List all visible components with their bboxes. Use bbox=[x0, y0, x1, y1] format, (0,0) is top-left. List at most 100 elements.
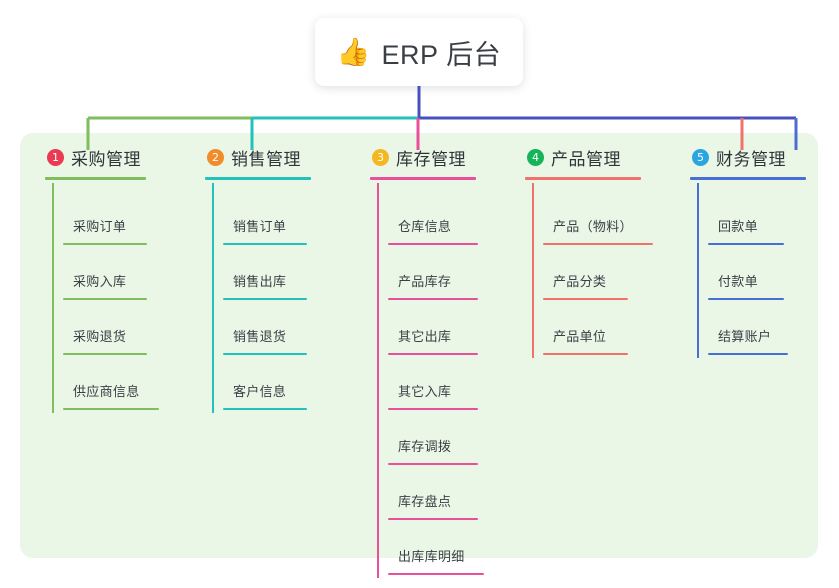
branch-badge-4: 4 bbox=[527, 148, 544, 166]
branch-heading-2[interactable]: 2 销售管理 bbox=[205, 143, 311, 171]
branch-item-label: 回款单 bbox=[718, 219, 758, 234]
branch-heading-rule-4 bbox=[525, 177, 641, 180]
branch-item[interactable]: 出库库明细 bbox=[388, 520, 484, 575]
branch-item-rule bbox=[63, 408, 159, 410]
branch-title-2: 销售管理 bbox=[231, 149, 301, 169]
branch-item[interactable]: 产品库存 bbox=[388, 245, 478, 300]
branch-item-rule bbox=[543, 298, 628, 300]
branches-panel bbox=[20, 133, 818, 558]
branch-spine-3 bbox=[377, 183, 379, 578]
branch-item[interactable]: 付款单 bbox=[708, 245, 806, 300]
branch-item[interactable]: 仓库信息 bbox=[388, 190, 478, 245]
branch-item[interactable]: 产品分类 bbox=[543, 245, 641, 300]
branch-spine-5 bbox=[697, 183, 699, 358]
branch-item-label: 产品单位 bbox=[553, 329, 607, 344]
branch-item[interactable]: 产品单位 bbox=[543, 300, 641, 355]
branch-column-2: 2 销售管理销售订单销售出库销售退货客户信息 bbox=[205, 143, 311, 413]
branch-item-rule bbox=[63, 298, 147, 300]
branch-item-rule bbox=[388, 243, 478, 245]
branch-heading-rule-3 bbox=[370, 177, 476, 180]
branch-item-label: 结算账户 bbox=[718, 329, 772, 344]
branch-item[interactable]: 采购入库 bbox=[63, 245, 147, 300]
branch-heading-rule-1 bbox=[45, 177, 146, 180]
branch-item-rule bbox=[543, 243, 653, 245]
branch-item-label: 采购订单 bbox=[73, 219, 127, 234]
branch-spine-4 bbox=[532, 183, 534, 358]
branch-item-rule bbox=[63, 243, 147, 245]
branch-column-4: 4 产品管理产品（物料） 产品分类产品单位 bbox=[525, 143, 653, 358]
branch-items-2: 销售订单销售出库销售退货客户信息 bbox=[205, 190, 311, 410]
branch-item-label: 销售退货 bbox=[233, 329, 287, 344]
branch-item[interactable]: 库存盘点 bbox=[388, 465, 478, 520]
branch-item-rule bbox=[708, 298, 784, 300]
branch-item-label: 采购退货 bbox=[73, 329, 127, 344]
branch-item-label: 其它出库 bbox=[398, 329, 452, 344]
branch-item[interactable]: 库存调拨 bbox=[388, 410, 478, 465]
branch-item-label: 其它入库 bbox=[398, 384, 452, 399]
branch-column-1: 1 采购管理采购订单采购入库采购退货供应商信息 bbox=[45, 143, 159, 413]
branch-heading-4[interactable]: 4 产品管理 bbox=[525, 143, 641, 171]
branch-title-3: 库存管理 bbox=[396, 149, 466, 169]
branch-item-label: 销售出库 bbox=[233, 274, 287, 289]
branch-items-5: 回款单付款单结算账户 bbox=[690, 190, 806, 355]
branch-item[interactable]: 产品（物料） bbox=[543, 190, 653, 245]
branch-item[interactable]: 供应商信息 bbox=[63, 355, 159, 410]
branch-item-label: 出库库明细 bbox=[398, 549, 465, 564]
branch-item[interactable]: 其它出库 bbox=[388, 300, 478, 355]
branch-item[interactable]: 采购退货 bbox=[63, 300, 147, 355]
branch-column-5: 5 财务管理回款单付款单结算账户 bbox=[690, 143, 806, 358]
branch-badge-5: 5 bbox=[692, 148, 709, 166]
branch-item-rule bbox=[388, 353, 478, 355]
branch-item-rule bbox=[388, 573, 484, 575]
branch-item[interactable]: 客户信息 bbox=[223, 355, 311, 410]
branch-item-label: 付款单 bbox=[718, 274, 758, 289]
branch-title-4: 产品管理 bbox=[551, 149, 621, 169]
branch-item-rule bbox=[223, 408, 307, 410]
root-node[interactable]: 👍 ERP 后台 bbox=[315, 18, 523, 86]
branch-spine-1 bbox=[52, 183, 54, 413]
branch-badge-2: 2 bbox=[207, 148, 224, 166]
branch-heading-5[interactable]: 5 财务管理 bbox=[690, 143, 806, 171]
branch-item-rule bbox=[388, 298, 478, 300]
branch-item-label: 仓库信息 bbox=[398, 219, 452, 234]
branch-heading-rule-5 bbox=[690, 177, 806, 180]
branch-heading-rule-2 bbox=[205, 177, 311, 180]
root-title: ERP 后台 bbox=[381, 39, 502, 70]
branch-item-rule bbox=[63, 353, 147, 355]
branch-badge-3: 3 bbox=[372, 148, 389, 166]
branch-item-rule bbox=[388, 408, 478, 410]
branch-item-label: 产品库存 bbox=[398, 274, 452, 289]
branch-item[interactable]: 回款单 bbox=[708, 190, 806, 245]
branch-item-label: 库存盘点 bbox=[398, 494, 452, 509]
branch-item-rule bbox=[543, 353, 628, 355]
branch-item-label: 产品分类 bbox=[553, 274, 607, 289]
branch-item-label: 客户信息 bbox=[233, 384, 287, 399]
branch-item-rule bbox=[223, 353, 307, 355]
branch-item-label: 库存调拨 bbox=[398, 439, 452, 454]
branch-item-rule bbox=[388, 463, 478, 465]
branch-item[interactable]: 销售订单 bbox=[223, 190, 311, 245]
branch-item-rule bbox=[223, 243, 307, 245]
branch-item-label: 销售订单 bbox=[233, 219, 287, 234]
branch-item[interactable]: 销售出库 bbox=[223, 245, 311, 300]
branch-heading-3[interactable]: 3 库存管理 bbox=[370, 143, 476, 171]
branch-item[interactable]: 销售退货 bbox=[223, 300, 311, 355]
branch-item-rule bbox=[388, 518, 478, 520]
thumbs-up-icon: 👍 bbox=[336, 36, 371, 67]
branch-item-rule bbox=[708, 353, 788, 355]
branch-column-3: 3 库存管理仓库信息产品库存其它出库其它入库库存调拨库存盘点出库库明细 bbox=[370, 143, 484, 578]
branch-item-label: 供应商信息 bbox=[73, 384, 140, 399]
branch-item[interactable]: 采购订单 bbox=[63, 190, 147, 245]
branch-title-5: 财务管理 bbox=[716, 149, 786, 169]
branch-items-1: 采购订单采购入库采购退货供应商信息 bbox=[45, 190, 159, 410]
branch-item-rule bbox=[708, 243, 784, 245]
branch-title-1: 采购管理 bbox=[71, 149, 141, 169]
branch-item[interactable]: 结算账户 bbox=[708, 300, 806, 355]
branch-item[interactable]: 其它入库 bbox=[388, 355, 478, 410]
branch-heading-1[interactable]: 1 采购管理 bbox=[45, 143, 146, 171]
branch-item-rule bbox=[223, 298, 307, 300]
branch-item-label: 采购入库 bbox=[73, 274, 127, 289]
branch-items-3: 仓库信息产品库存其它出库其它入库库存调拨库存盘点出库库明细 bbox=[370, 190, 484, 575]
branch-badge-1: 1 bbox=[47, 148, 64, 166]
